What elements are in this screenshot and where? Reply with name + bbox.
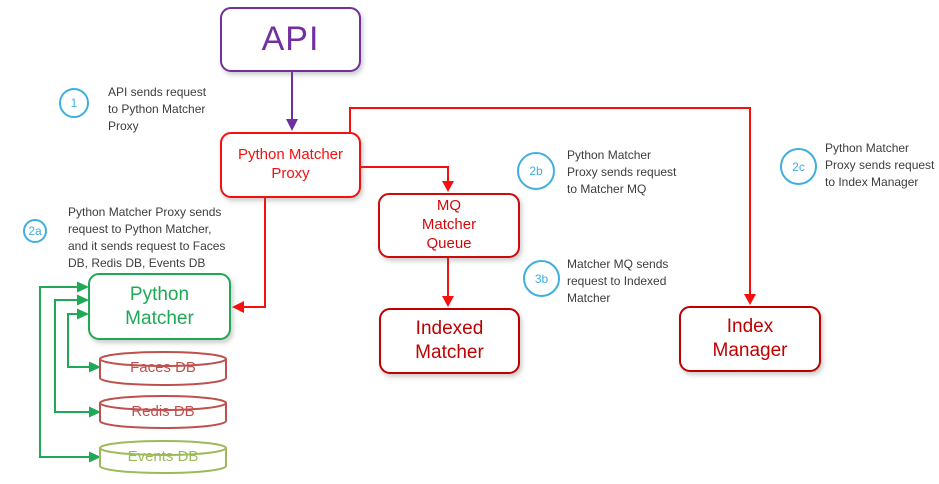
faces-db-label: Faces DB (130, 359, 196, 376)
arrowhead-into-events-db (89, 451, 101, 463)
faces-db-cylinder-top (99, 351, 227, 367)
arrowhead-api-to-proxy (286, 119, 298, 131)
arrowhead-into-python-matcher-2 (77, 294, 89, 306)
arrow-proxy-to-python-matcher (244, 198, 266, 308)
arrow-python-matcher-events-db (39, 286, 90, 458)
step-badge-2b: 2b (517, 152, 555, 190)
events-db-label: Events DB (127, 448, 199, 465)
arrowhead-into-python-matcher-1 (77, 308, 89, 320)
note-step-2c: Python Matcher Proxy sends request to In… (825, 141, 935, 189)
arrowhead-into-faces-db (89, 361, 101, 373)
arrowhead-proxy-to-python-matcher (232, 301, 244, 313)
arrowhead-into-redis-db (89, 406, 101, 418)
node-index-manager: Index Manager (679, 306, 821, 372)
arrow-proxy-to-mq (361, 166, 449, 185)
step-badge-2c: 2c (780, 148, 817, 185)
arrow-python-matcher-faces-db (67, 313, 90, 368)
node-indexed-matcher: Indexed Matcher (379, 308, 520, 374)
arrowhead-mq-to-indexed-matcher (442, 296, 454, 307)
step-badge-2a: 2a (23, 219, 47, 243)
arrowhead-proxy-to-index-manager (744, 294, 756, 305)
node-python-matcher: Python Matcher (88, 273, 231, 340)
step-badge-3b: 3b (523, 260, 560, 297)
redis-db-label: Redis DB (131, 403, 195, 420)
redis-db-cylinder-top (99, 395, 227, 411)
note-step-3b: Matcher MQ sends request to Indexed Matc… (567, 257, 669, 305)
arrow-python-matcher-redis-db (54, 299, 90, 413)
step-badge-1: 1 (59, 88, 89, 118)
arrow-proxy-to-index-manager (349, 107, 751, 299)
node-python-matcher-proxy: Python Matcher Proxy (220, 132, 361, 198)
note-step-2b: Python Matcher Proxy sends request to Ma… (567, 148, 677, 196)
events-db-cylinder-top (99, 440, 227, 456)
arrowhead-proxy-to-mq (442, 181, 454, 192)
note-step-2a: Python Matcher Proxy sends request to Py… (68, 205, 226, 270)
node-mq-matcher-queue: MQ Matcher Queue (378, 193, 520, 258)
node-api: API (220, 7, 361, 72)
arrowhead-into-python-matcher-3 (77, 281, 89, 293)
note-step-1: API sends request to Python Matcher Prox… (108, 85, 207, 133)
